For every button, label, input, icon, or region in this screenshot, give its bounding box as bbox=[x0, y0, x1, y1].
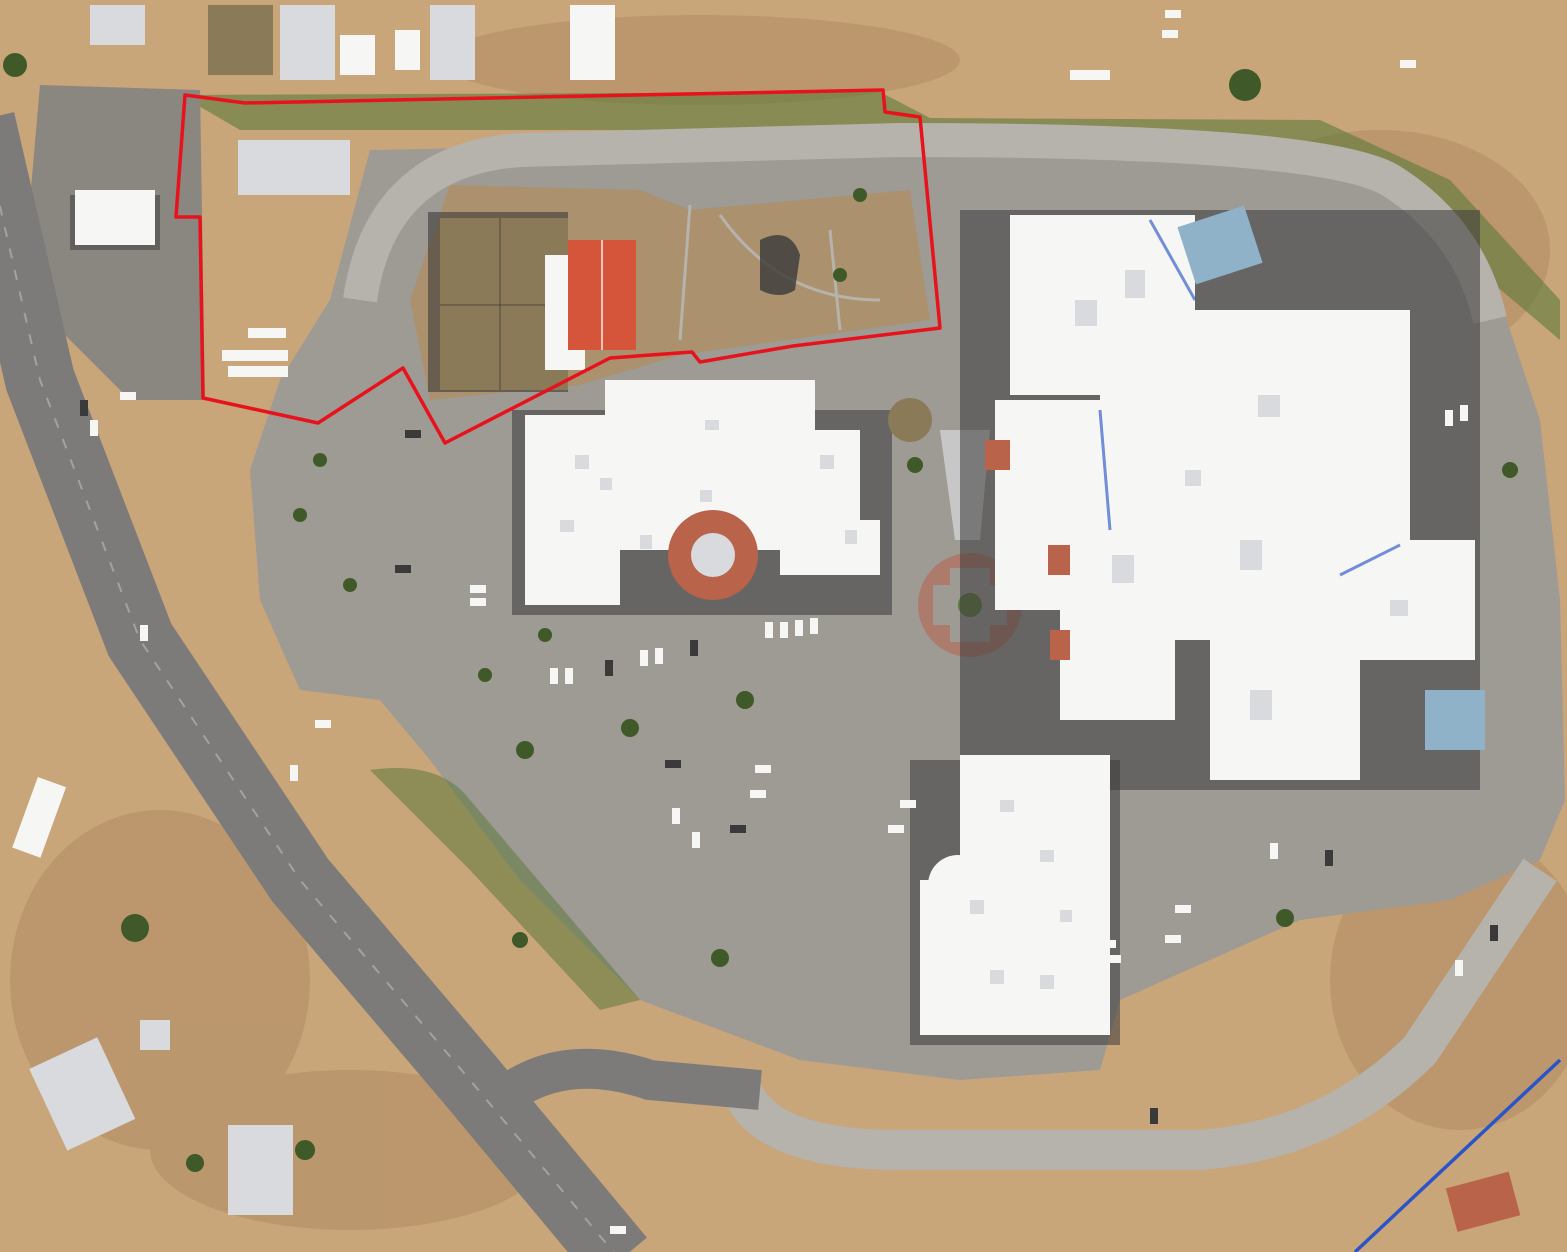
northwest-building bbox=[70, 190, 160, 250]
parked-trailers bbox=[222, 328, 288, 377]
parked-cars bbox=[90, 10, 1468, 1234]
court-north bbox=[1177, 205, 1263, 285]
court-east bbox=[1425, 690, 1485, 750]
south-ring-road bbox=[720, 858, 1557, 1170]
site-boundary-outline bbox=[174, 88, 942, 445]
concrete-pad bbox=[238, 140, 350, 195]
round-structure bbox=[888, 398, 932, 442]
warehouse-building bbox=[428, 212, 568, 392]
highway-centerline bbox=[0, 202, 615, 1252]
administration-building bbox=[512, 380, 892, 615]
vegetation-strip-north bbox=[180, 92, 1560, 340]
south-building bbox=[910, 755, 1120, 1045]
south-road-spur bbox=[487, 1048, 762, 1116]
vegetation-median bbox=[370, 768, 640, 1010]
red-roof-building bbox=[545, 240, 636, 370]
field-shadow bbox=[760, 235, 800, 295]
east-complex bbox=[960, 210, 1480, 790]
trees bbox=[3, 53, 1518, 1172]
southeast-shed bbox=[1445, 1171, 1521, 1232]
north-residences bbox=[90, 5, 615, 80]
dark-parked-cars bbox=[80, 400, 1498, 1124]
southwest-residences bbox=[12, 776, 293, 1215]
utility-line bbox=[1353, 1058, 1562, 1252]
